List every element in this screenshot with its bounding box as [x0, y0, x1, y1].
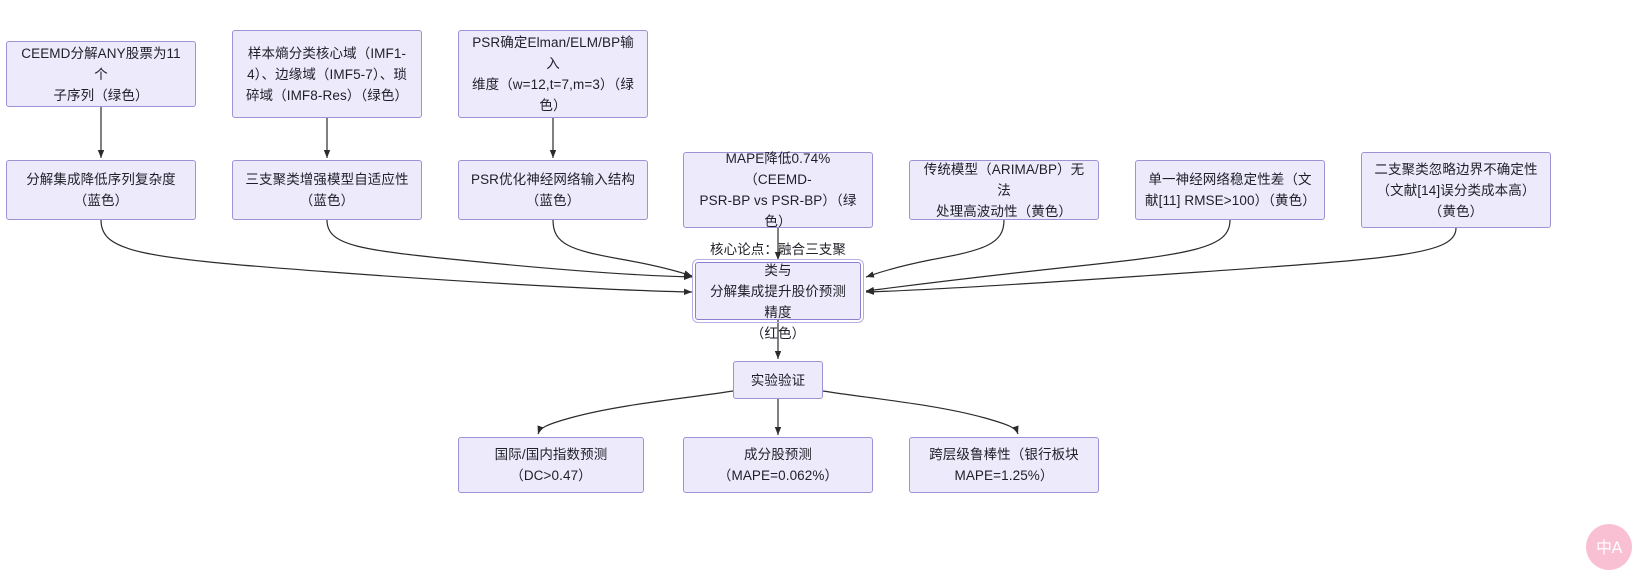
node-constituent-stock-result[interactable]: 成分股预测 （MAPE=0.062%） [683, 437, 873, 493]
node-label: PSR确定Elman/ELM/BP输入 维度（w=12,t=7,m=3）（绿 色… [472, 35, 634, 113]
node-label: 二支聚类忽略边界不确定性 （文献[14]误分类成本高） （黄色） [1374, 161, 1538, 219]
edge-n4-n11 [100, 219, 693, 296]
edge-n6-n11 [552, 219, 693, 277]
edge-n10-n11 [865, 227, 1457, 295]
node-ceemd-decompose[interactable]: CEEMD分解ANY股票为11个 子序列（绿色） [6, 41, 196, 107]
node-label: 跨层级鲁棒性（银行板块 MAPE=1.25%） [929, 447, 1079, 483]
node-traditional-model-gap[interactable]: 传统模型（ARIMA/BP）无法 处理高波动性（黄色） [909, 160, 1099, 220]
node-psr-input-dimension[interactable]: PSR确定Elman/ELM/BP输入 维度（w=12,t=7,m=3）（绿 色… [458, 30, 648, 118]
node-experiment-validation[interactable]: 实验验证 [733, 361, 823, 399]
edge-n8-n11 [865, 219, 1005, 278]
node-label: 实验验证 [750, 372, 806, 388]
node-label: 成分股预测 （MAPE=0.062%） [717, 447, 839, 483]
edge-n9-n11 [865, 219, 1231, 294]
node-label: 核心论点：融合三支聚类与 分解集成提升股价预测精度 （红色） [710, 241, 846, 341]
node-reduce-complexity[interactable]: 分解集成降低序列复杂度 （蓝色） [6, 160, 196, 220]
node-label: 单一神经网络稳定性差（文 献[11] RMSE>100）（黄色） [1145, 172, 1316, 208]
node-single-nn-instability[interactable]: 单一神经网络稳定性差（文 献[11] RMSE>100）（黄色） [1135, 160, 1325, 220]
watermark-text: 中A [1596, 537, 1622, 557]
node-label: 国际/国内指数预测 （DC>0.47） [494, 447, 608, 483]
node-label: CEEMD分解ANY股票为11个 子序列（绿色） [21, 45, 181, 103]
edge-n12-n13 [537, 390, 734, 435]
edge-n12-n15 [822, 390, 1019, 435]
node-label: MAPE降低0.74%（CEEMD- PSR-BP vs PSR-BP）（绿 色… [699, 151, 857, 229]
edge-n5-n11 [326, 219, 693, 281]
node-core-claim[interactable]: 核心论点：融合三支聚类与 分解集成提升股价预测精度 （红色） [692, 242, 864, 341]
node-sample-entropy-classify[interactable]: 样本熵分类核心域（IMF1- 4）、边缘域（IMF5-7）、琐 碎域（IMF8-… [232, 30, 422, 118]
node-cross-level-robustness-result[interactable]: 跨层级鲁棒性（银行板块 MAPE=1.25%） [909, 437, 1099, 493]
node-label: 分解集成降低序列复杂度 （蓝色） [26, 172, 176, 208]
watermark-badge: 中A [1586, 524, 1632, 570]
node-mape-reduction[interactable]: MAPE降低0.74%（CEEMD- PSR-BP vs PSR-BP）（绿 色… [683, 151, 873, 229]
node-two-way-clustering-gap[interactable]: 二支聚类忽略边界不确定性 （文献[14]误分类成本高） （黄色） [1361, 152, 1551, 228]
node-label: 三支聚类增强模型自适应性 （蓝色） [245, 172, 409, 208]
node-label: 传统模型（ARIMA/BP）无法 处理高波动性（黄色） [923, 161, 1085, 219]
node-index-forecast-result[interactable]: 国际/国内指数预测 （DC>0.47） [458, 437, 644, 493]
node-label: PSR优化神经网络输入结构 （蓝色） [470, 172, 636, 208]
node-label: 样本熵分类核心域（IMF1- 4）、边缘域（IMF5-7）、琐 碎域（IMF8-… [245, 45, 409, 103]
node-psr-optimize-structure[interactable]: PSR优化神经网络输入结构 （蓝色） [458, 160, 648, 220]
node-three-way-clustering-adaptivity[interactable]: 三支聚类增强模型自适应性 （蓝色） [232, 160, 422, 220]
